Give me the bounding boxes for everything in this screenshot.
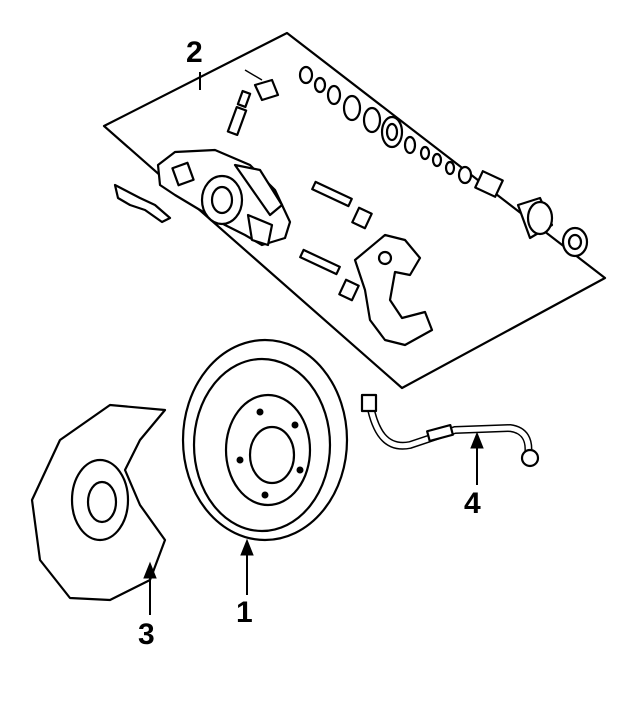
- bleeder-screw: [226, 89, 252, 137]
- caliper-body: [156, 148, 292, 247]
- caliper-kit-box: [102, 31, 607, 390]
- callout-1: 1: [236, 596, 253, 629]
- brake-hose: [360, 393, 540, 468]
- guide-pins: [299, 180, 373, 302]
- bracket-clip: [113, 183, 172, 224]
- brake-rotor: [181, 338, 349, 542]
- caliper-mounting-bracket: [353, 233, 434, 347]
- arrow-1: [240, 538, 254, 595]
- callout-3: 3: [138, 618, 155, 651]
- callout-2: 2: [186, 36, 203, 69]
- seal-kit-row: [298, 65, 589, 258]
- callout-4: 4: [464, 487, 481, 520]
- arrow-3: [143, 561, 157, 615]
- dust-shield: [30, 403, 167, 602]
- bleeder-cap: [244, 69, 280, 102]
- arrow-4: [470, 431, 484, 485]
